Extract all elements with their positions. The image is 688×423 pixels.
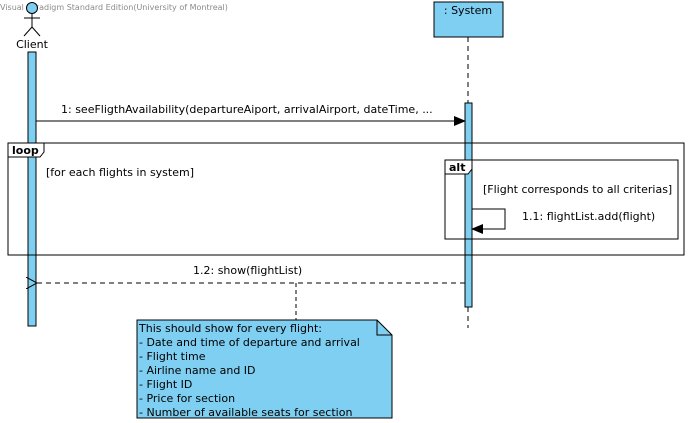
message-1-2-label: 1.2: show(flightList) [193,264,302,277]
alt-fragment [444,159,679,240]
note-line: - Number of available seats for section [139,406,352,419]
loop-fragment [7,142,685,256]
note-line: - Flight time [139,350,206,363]
alt-label: alt [449,161,465,174]
note-shape [136,319,393,419]
message-1-label: 1: seeFligthAvailability(departureAiport… [61,103,433,116]
loop-fragment-tab [7,142,45,158]
client-activation-bar [27,51,37,327]
note-line: - Flight ID [139,378,192,391]
loop-guard: [for each flights in system] [46,166,194,179]
note-line: - Date and time of departure and arrival [139,336,360,349]
note[interactable]: This should show for every flight: - Dat… [136,319,393,419]
system-activation-bar [464,102,473,308]
alt-guard: [Flight corresponds to all criterias] [483,183,672,196]
loop-label: loop [12,144,39,157]
message-1-1-label: 1.1: flightList.add(flight) [522,210,655,223]
actor-client-label: Client [16,38,49,51]
watermark-text: Visual Paradigm Standard Edition(Univers… [0,3,228,12]
system-lifeline-label: : System [444,4,492,17]
alt-fragment-tab [444,159,473,175]
note-line: This should show for every flight: [138,322,322,335]
note-line: - Airline name and ID [139,364,256,377]
system-lifeline-head[interactable] [433,1,504,38]
note-line: - Price for section [139,392,235,405]
message-1-1-arrow [471,208,506,234]
note-folded-corner [376,320,392,336]
stick-figure-icon [23,2,41,37]
